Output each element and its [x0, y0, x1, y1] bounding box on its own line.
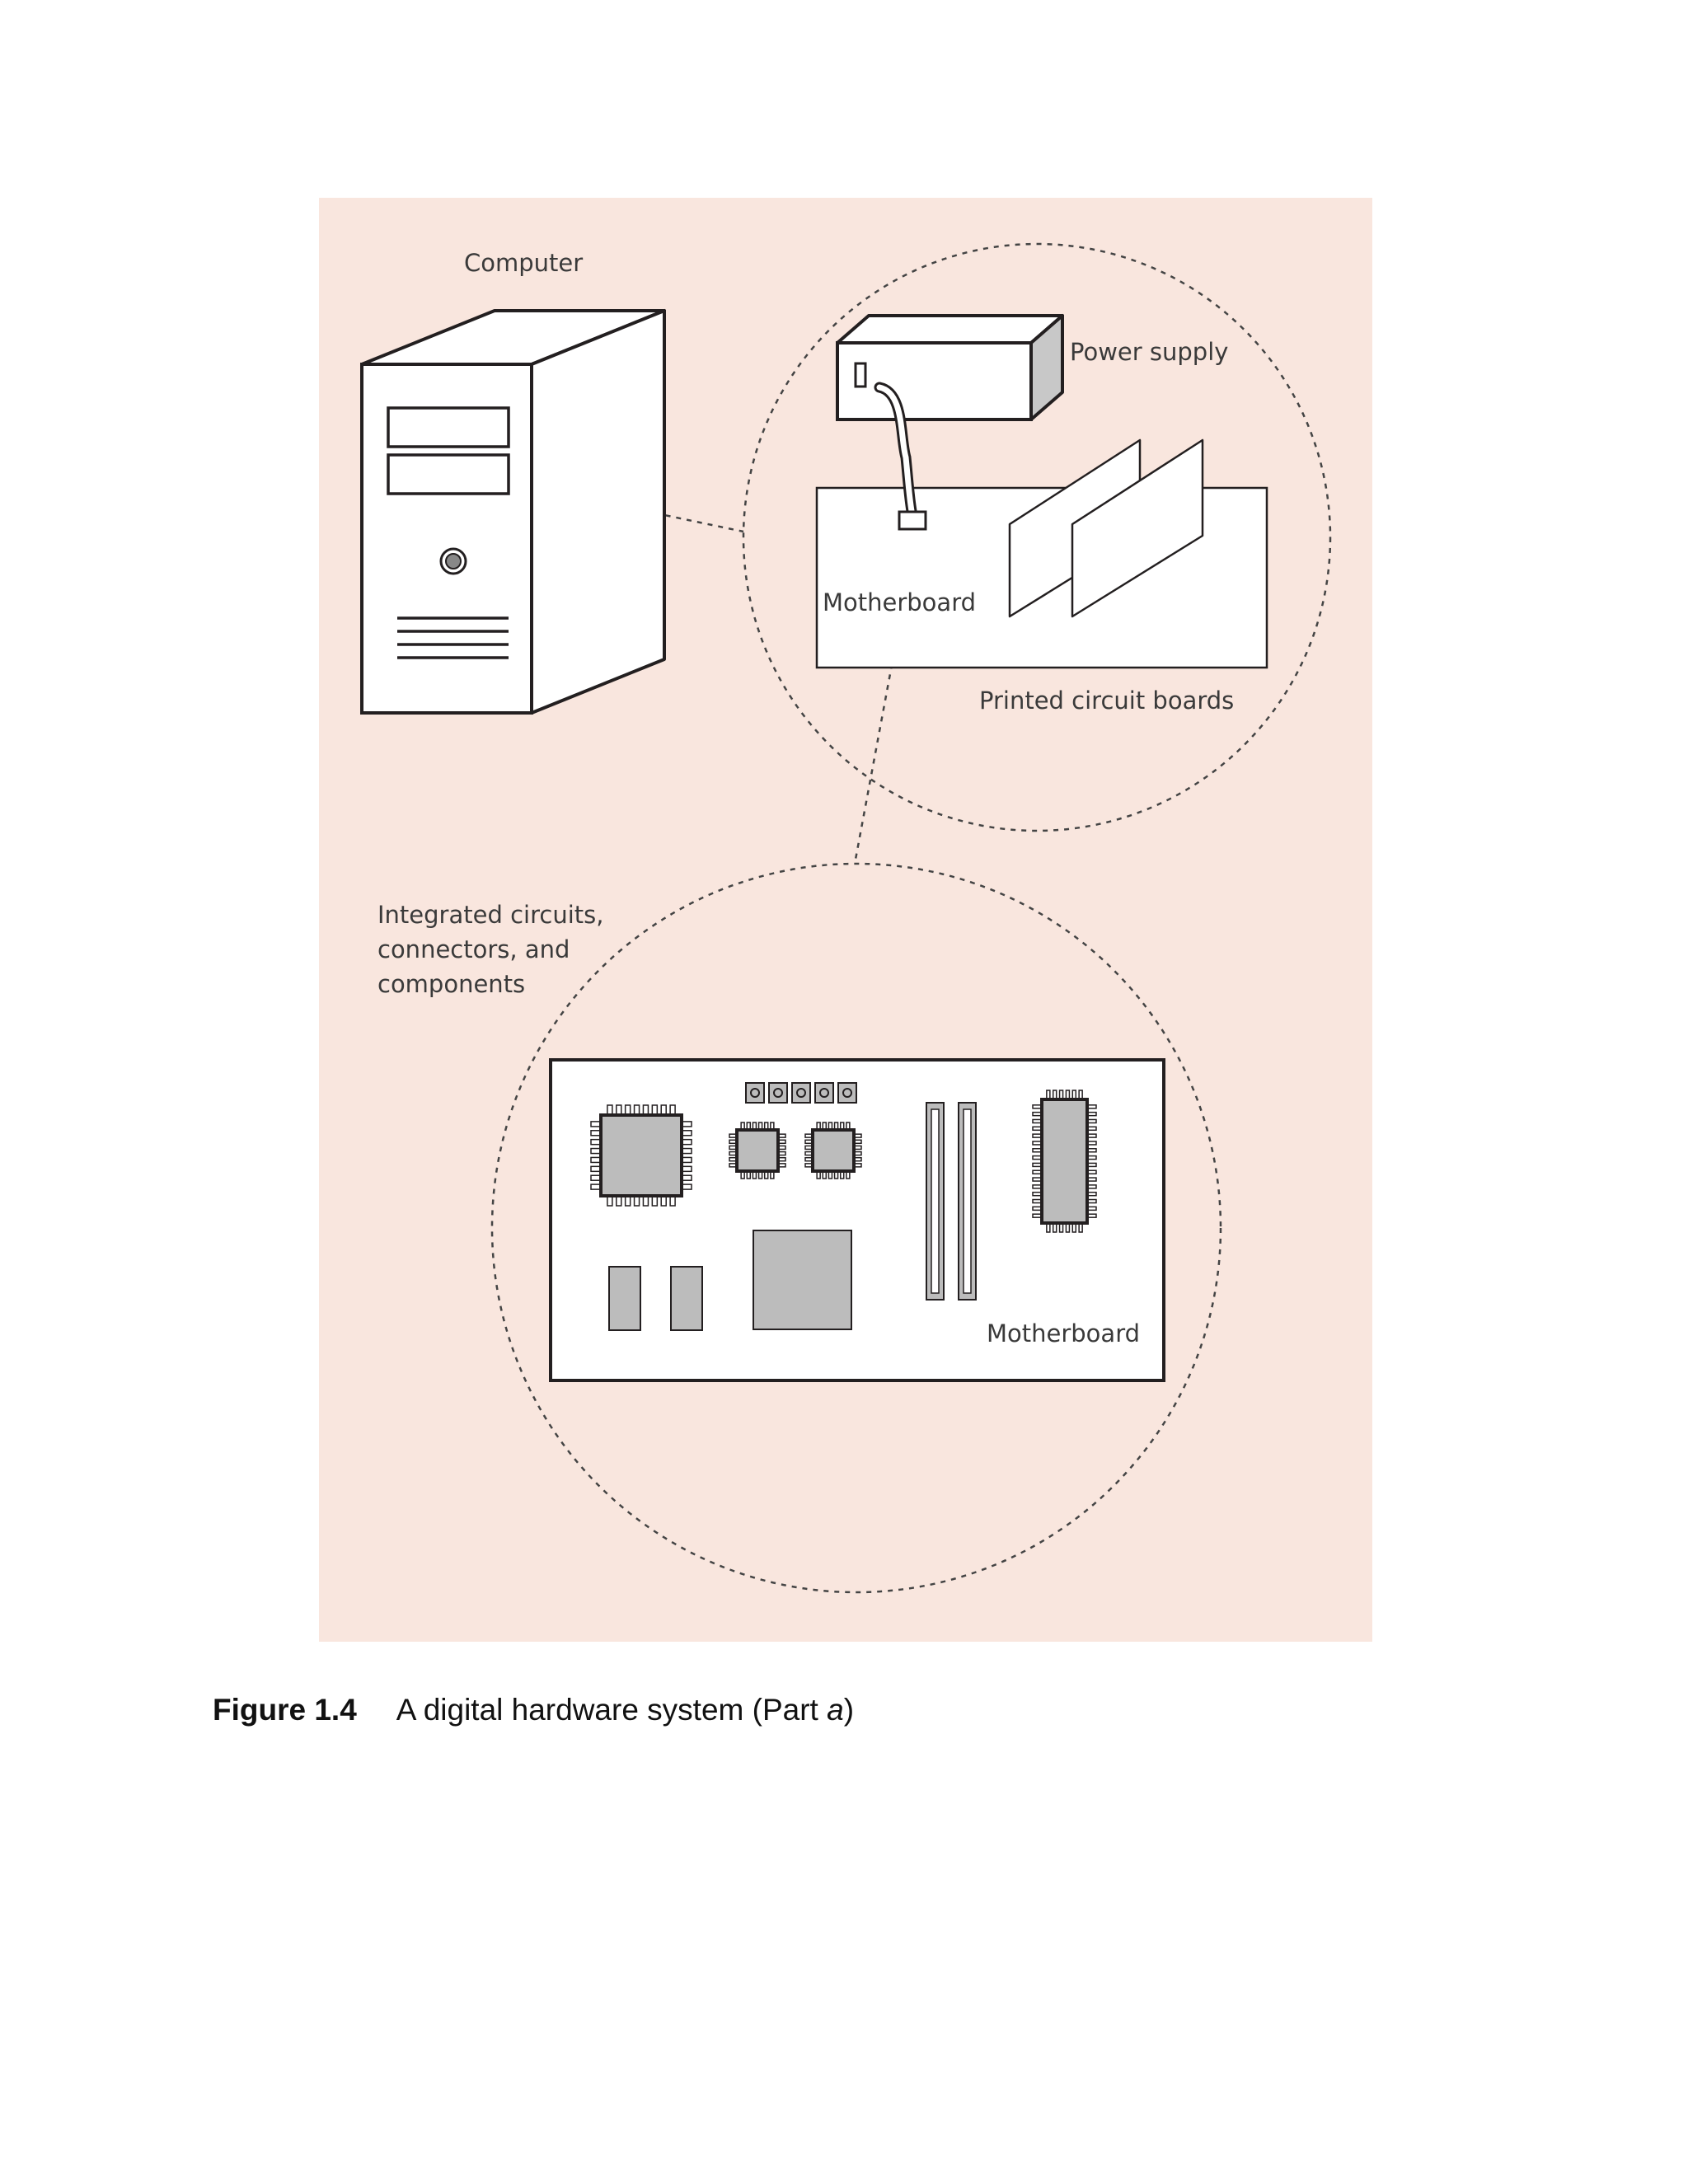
caption-italic: a: [827, 1693, 844, 1727]
zoom-circle-boards: [742, 242, 1332, 832]
computer-tower-icon: [360, 309, 666, 715]
diagram-canvas: [360, 242, 1332, 1594]
header-pins-connector: [745, 1082, 857, 1104]
label-computer: Computer: [464, 249, 584, 277]
label-power-supply: Power supply: [1070, 338, 1229, 366]
processor-socket: [753, 1230, 852, 1330]
integrated-circuits-group: [590, 1090, 1097, 1233]
capacitor-component: [608, 1266, 641, 1331]
hardware-diagram: Computer Power supply Motherboard Printe…: [319, 198, 1372, 1642]
label-integrated-circuits-line: components: [377, 970, 526, 998]
expansion-card-icon: [1071, 438, 1204, 618]
caption-text-end: ): [843, 1693, 855, 1727]
caption-text: A digital hardware system (Part: [396, 1693, 828, 1727]
label-printed-circuit-boards: Printed circuit boards: [979, 687, 1235, 715]
power-supply-icon: [836, 314, 1064, 421]
power-connector: [898, 510, 927, 531]
figure-caption: Figure 1.4 A digital hardware system (Par…: [213, 1693, 854, 1727]
memory-slot: [926, 1102, 945, 1301]
zoom-circle-components: [490, 862, 1222, 1594]
connector-motherboard-to-components: [853, 642, 898, 865]
label-integrated-circuits: Integrated circuits, connectors, and com…: [377, 898, 603, 1001]
label-integrated-circuits-line: Integrated circuits,: [377, 901, 604, 929]
ic-chip-icon: [804, 1122, 862, 1179]
figure-number: Figure 1.4: [213, 1693, 357, 1727]
ic-chip-icon: [590, 1104, 692, 1207]
label-integrated-circuits-line: connectors, and: [377, 935, 570, 963]
memory-slot: [958, 1102, 977, 1301]
ic-chip-icon: [1032, 1090, 1097, 1233]
ic-chip-icon: [729, 1122, 786, 1179]
capacitor-component: [670, 1266, 703, 1331]
label-motherboard-bottom: Motherboard: [987, 1319, 1141, 1347]
label-motherboard-top: Motherboard: [823, 588, 977, 616]
